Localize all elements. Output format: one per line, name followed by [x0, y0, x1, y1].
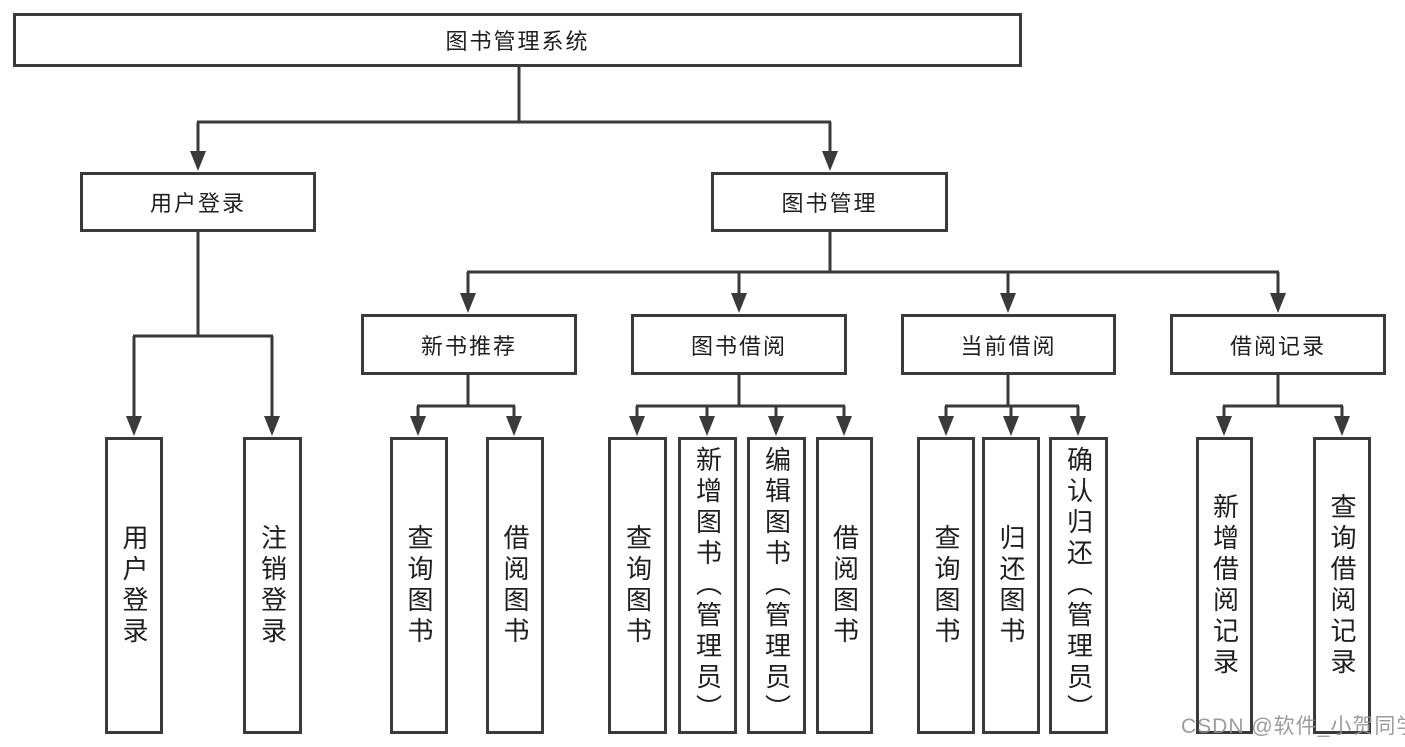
node-add-borrow-record: 新增借阅记录 — [1196, 437, 1253, 734]
node-book-borrowing: 图书借阅 — [631, 314, 847, 375]
node-query-borrow-record: 查询借阅记录 — [1313, 437, 1371, 734]
node-query-books-2: 查询图书 — [608, 437, 667, 734]
node-book-management-module: 图书管理 — [711, 172, 948, 232]
arrowheads — [126, 151, 1350, 436]
node-borrow-books-1: 借阅图书 — [486, 437, 544, 734]
node-current-borrowing: 当前借阅 — [901, 314, 1116, 375]
node-library-management-system: 图书管理系统 — [13, 13, 1022, 67]
node-borrowing-records: 借阅记录 — [1170, 314, 1386, 375]
node-user-login-module: 用户登录 — [80, 172, 316, 232]
node-return-books: 归还图书 — [982, 437, 1040, 734]
node-add-books-admin: 新增图书（管理员） — [678, 437, 737, 734]
node-query-books-3: 查询图书 — [917, 437, 975, 734]
node-query-books-1: 查询图书 — [390, 437, 448, 734]
node-edit-books-admin: 编辑图书（管理员） — [747, 437, 806, 734]
node-new-book-recommendation: 新书推荐 — [361, 314, 577, 375]
csdn-watermark: CSDN @软件_小贺同学 — [1181, 715, 1405, 738]
node-user-login-leaf: 用户登录 — [105, 437, 163, 734]
node-logout-leaf: 注销登录 — [243, 437, 302, 734]
node-borrow-books-2: 借阅图书 — [816, 437, 873, 734]
node-confirm-return-admin: 确认归还（管理员） — [1049, 437, 1108, 734]
